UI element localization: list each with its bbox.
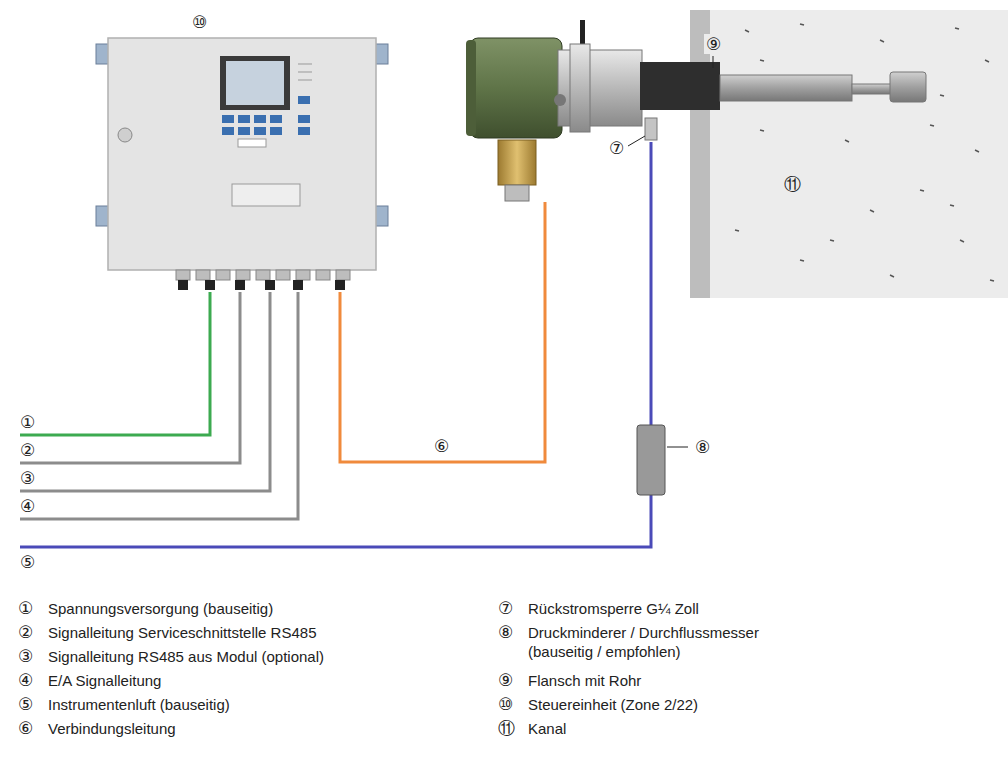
callout-number: ⑤ bbox=[18, 694, 33, 714]
callout-number: ② bbox=[18, 440, 37, 460]
callout-number: ⑩ bbox=[190, 12, 209, 32]
duct bbox=[690, 10, 1008, 298]
callout-number: ② bbox=[18, 622, 33, 642]
legend-text: Druckminderer / Durchflussmesser (bausei… bbox=[528, 623, 790, 661]
callout-number: ⑪ bbox=[782, 174, 803, 194]
callout-number: ⑦ bbox=[498, 598, 513, 618]
sensor-unit bbox=[466, 20, 926, 201]
cables bbox=[20, 142, 651, 547]
callout-number: ⑥ bbox=[432, 436, 451, 456]
callout-number: ⑩ bbox=[498, 694, 513, 714]
callout-number: ④ bbox=[18, 670, 33, 690]
legend-text: Spannungsversorgung (bauseitig) bbox=[48, 599, 273, 618]
legend-text: Verbindungsleitung bbox=[48, 719, 176, 738]
control-unit bbox=[96, 38, 388, 290]
callout-number: ④ bbox=[18, 496, 37, 516]
callout-number: ⑨ bbox=[704, 34, 723, 54]
legend-text: Signalleitung RS485 aus Modul (optional) bbox=[48, 647, 324, 666]
callout-number: ⑥ bbox=[18, 718, 33, 738]
callout-number: ① bbox=[18, 598, 33, 618]
legend-text: Rückstromsperre G¼ Zoll bbox=[528, 599, 699, 618]
legend-text: Instrumentenluft (bauseitig) bbox=[48, 695, 230, 714]
callout-number: ⑦ bbox=[607, 138, 626, 158]
legend-text: Steuereinheit (Zone 2/22) bbox=[528, 695, 698, 714]
pressure-regulator bbox=[637, 425, 665, 495]
legend-text: Kanal bbox=[528, 719, 566, 738]
legend-text: Signalleitung Serviceschnittstelle RS485 bbox=[48, 623, 316, 642]
legend-text: Flansch mit Rohr bbox=[528, 671, 641, 690]
callout-number: ③ bbox=[18, 468, 37, 488]
callout-number: ⑪ bbox=[498, 718, 515, 738]
legend-text: E/A Signalleitung bbox=[48, 671, 161, 690]
callout-number: ⑨ bbox=[498, 670, 513, 690]
leader-lines bbox=[628, 56, 713, 447]
callout-number: ⑧ bbox=[498, 622, 513, 642]
callout-number: ⑤ bbox=[18, 552, 37, 572]
callout-number: ⑧ bbox=[693, 437, 712, 457]
callout-number: ③ bbox=[18, 646, 33, 666]
callout-number: ① bbox=[18, 412, 37, 432]
